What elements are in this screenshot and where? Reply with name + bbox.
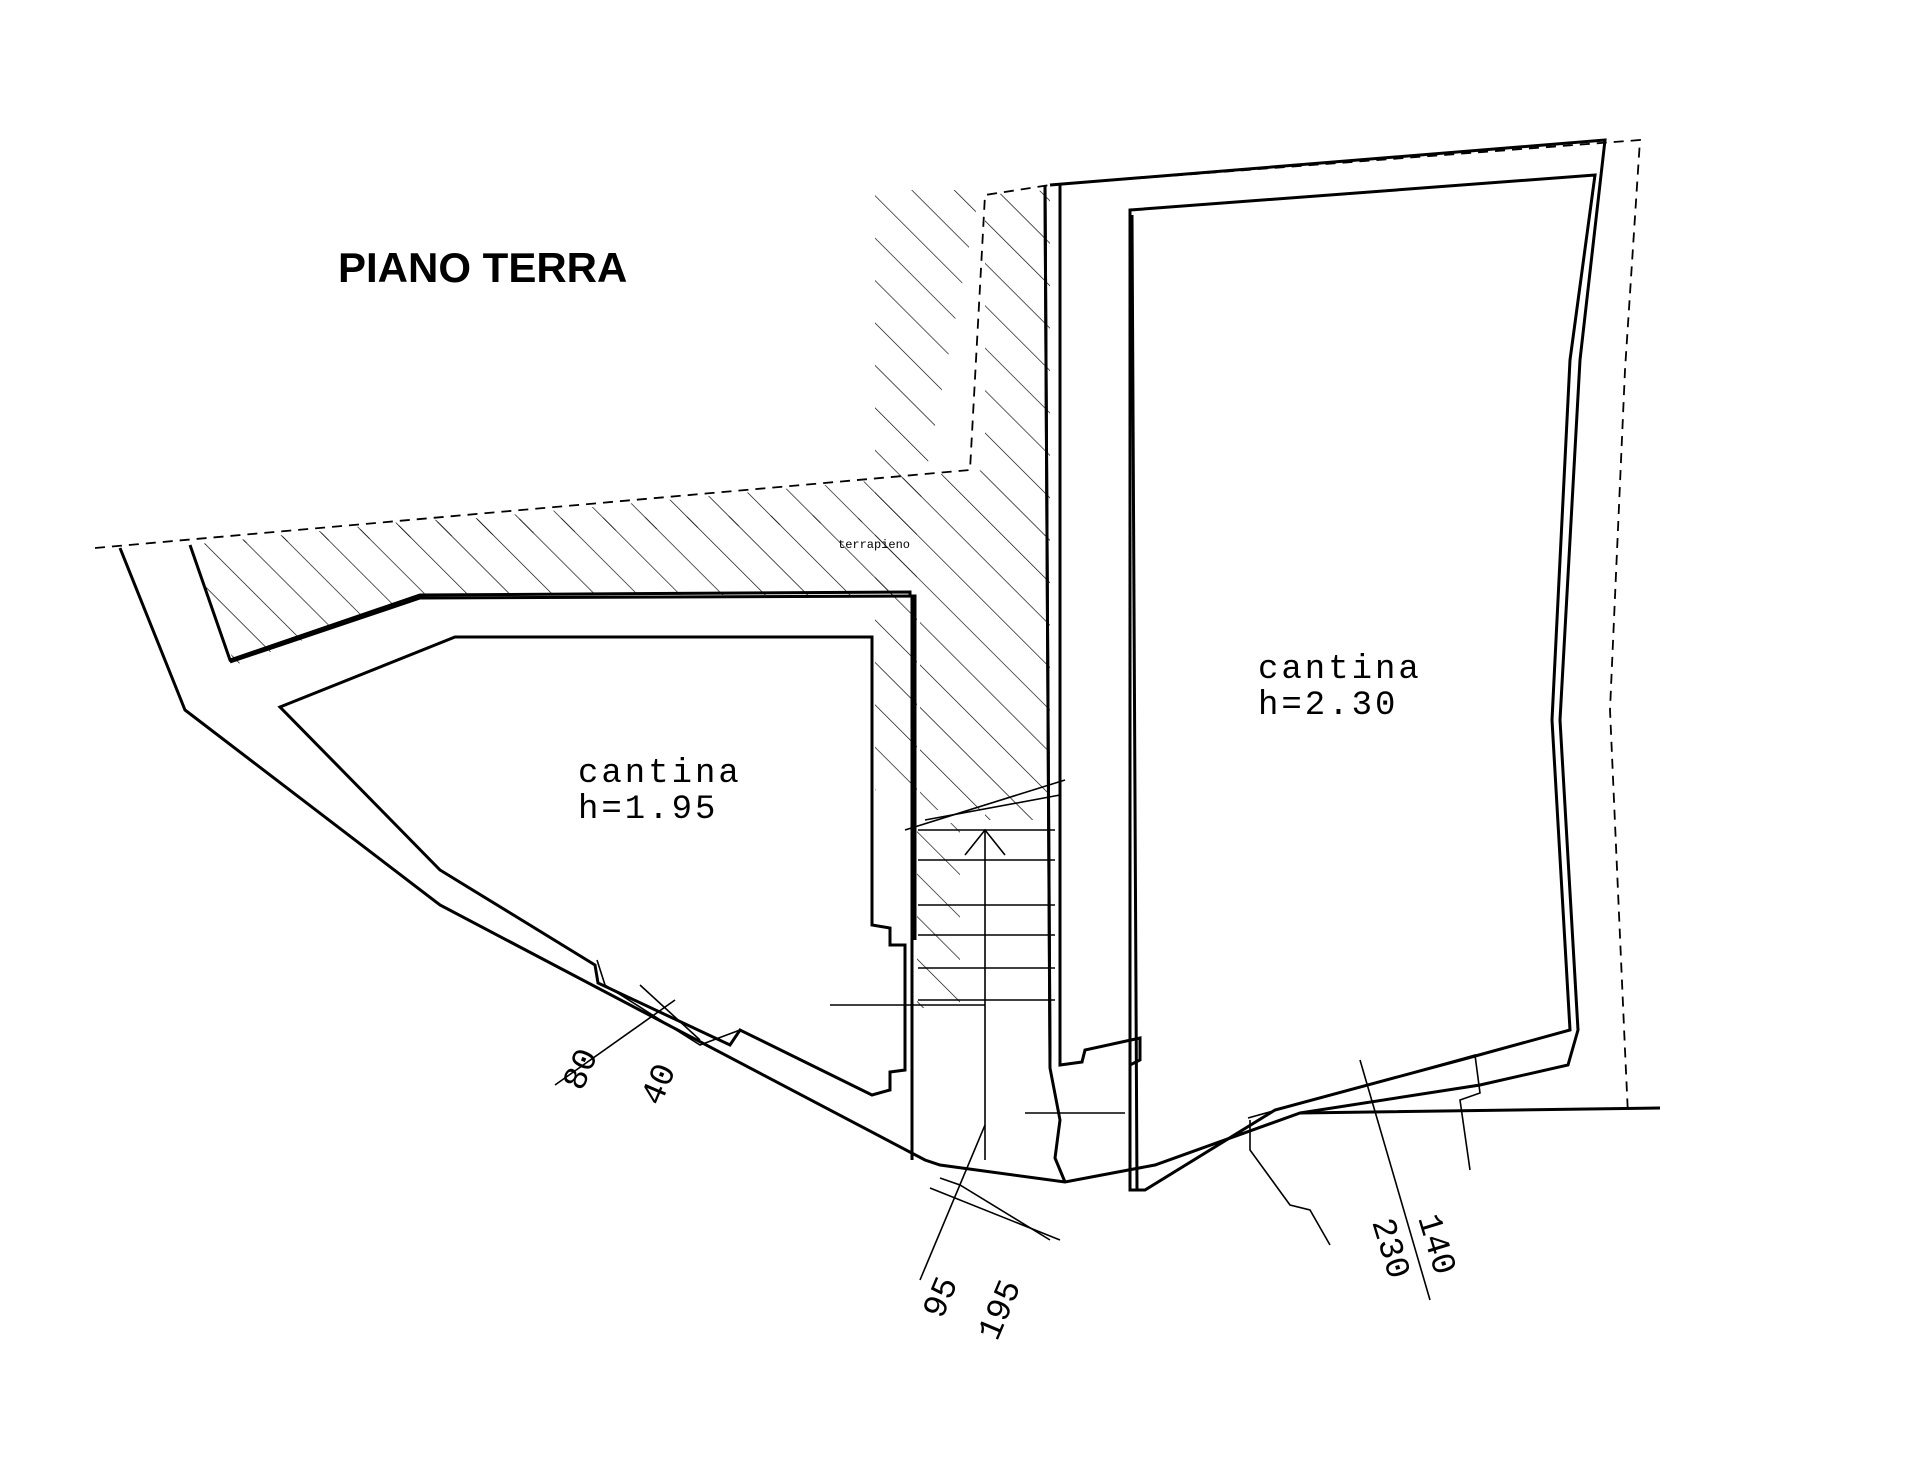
opening-marker-1 [554,999,676,1086]
door-frame-right [1249,1120,1331,1246]
property-boundary [94,139,1641,1116]
opening-marker-3 [1359,1059,1431,1301]
opening-2-height: 195 [972,1275,1031,1346]
terrapieno-label: terrapieno [838,538,910,552]
terrapieno-fill [190,190,980,1008]
cantina-left-inner-wall [277,635,907,1097]
upper-outer-wall [1043,184,1067,1183]
room-name-right: cantina [1258,651,1422,689]
opening-marker-2-cross [929,1187,1061,1241]
cantina-right-inner-wall [1128,173,1597,1192]
page-title: PIANO TERRA [338,244,627,291]
room-name-left: cantina [578,755,742,793]
opening-1-width: 80 [557,1044,608,1096]
corridor-right-wall [1058,185,1142,1067]
terrapieno-fill-left [190,470,985,810]
opening-marker-2 [919,1124,986,1281]
stair-arrow-head [964,828,1006,856]
cantina-right-west-wall [1130,214,1139,1191]
opening-1-height: 40 [635,1059,686,1111]
door-frame-mid [939,1177,1051,1241]
cantina-left-wall [188,544,912,662]
upper-outer-wall-2 [1049,138,1607,1115]
room-height-right: h=2.30 [1258,687,1398,725]
terrapieno-edge [229,594,917,940]
terrapieno-fill-upper [985,190,1050,820]
stair-cut-2 [924,794,1061,821]
stair-cut-1 [904,779,1066,831]
outer-wall [118,547,1661,1184]
room-height-left: h=1.95 [578,791,718,829]
opening-marker-1-cross [639,984,701,1041]
door-frame-left [596,959,741,1046]
opening-2-width: 95 [917,1272,968,1324]
door-frame-right-2 [1247,1053,1481,1171]
